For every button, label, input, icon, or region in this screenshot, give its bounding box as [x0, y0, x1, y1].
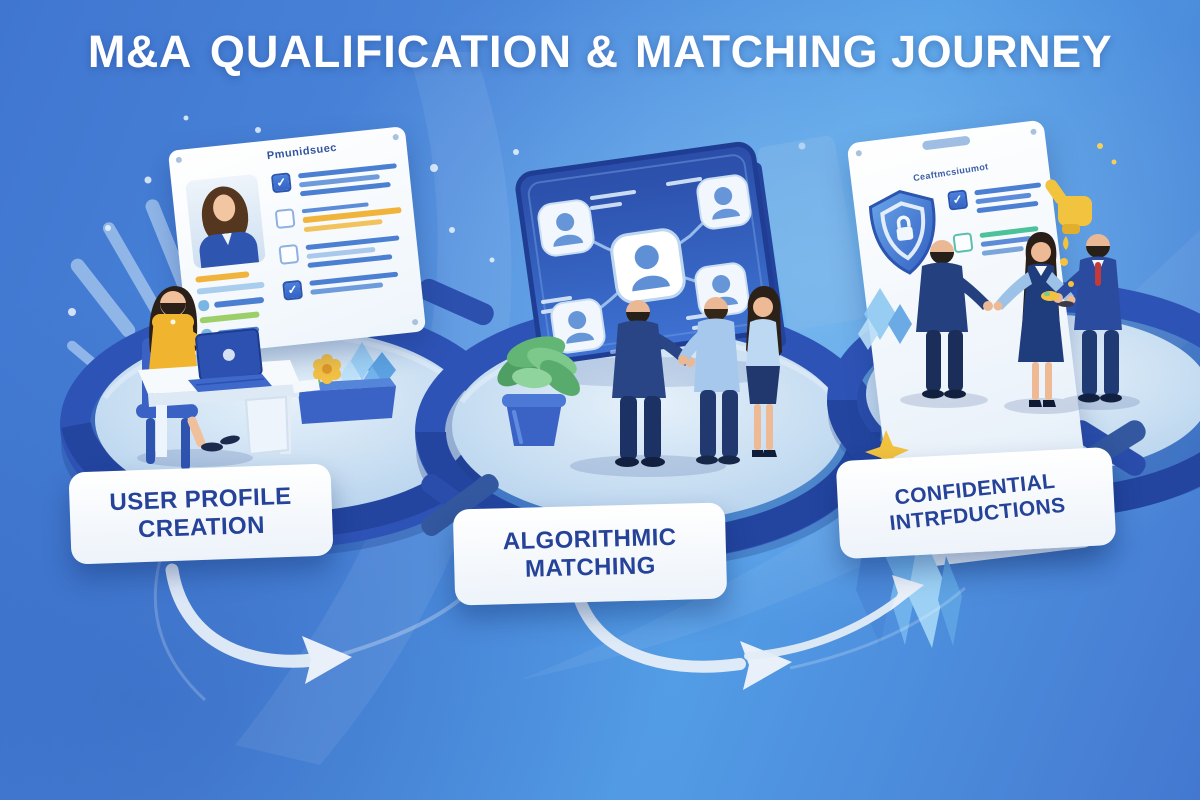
ring-connector	[418, 278, 494, 326]
paper-sheet	[292, 379, 320, 393]
flower-decor-icon	[298, 342, 396, 424]
stage-label-line: MATCHING	[524, 552, 657, 583]
background-swoosh	[235, 52, 1200, 765]
page-title: M&A QUALIFICATION & MATCHING JOURNEY	[0, 26, 1200, 78]
network-node-avatar-icon	[696, 174, 752, 230]
network-node-avatar-icon	[537, 199, 595, 257]
businesswoman	[746, 286, 782, 457]
businessman-blue-shirt	[678, 297, 740, 465]
thumbs-up-icon	[1045, 179, 1092, 287]
title-matching-journey: MATCHING JOURNEY	[634, 26, 1113, 77]
stage-label-line: ALGORITHMIC	[502, 523, 677, 555]
curved-arrow-icon	[744, 575, 966, 670]
stage-label-line: CREATION	[137, 511, 266, 544]
stage-label-confidential-introductions: CONFIDENTIAL INTRFDUCTIONS	[835, 446, 1117, 560]
shield-lock-icon	[861, 183, 950, 284]
title-qualification: QUALIFICATION &	[209, 26, 619, 77]
plant-icon	[497, 336, 580, 446]
stage-label-algorithmic-matching: ALGORITHMIC MATCHING	[452, 502, 728, 606]
star-icon	[865, 430, 909, 473]
laptop-icon	[188, 328, 272, 392]
stage-label-line: USER PROFILE	[108, 482, 292, 516]
crystal-icon-top	[858, 288, 912, 350]
businessman-red-tie	[1041, 234, 1122, 403]
network-node-avatar-icon-center	[610, 228, 686, 304]
title-ma: M&A	[87, 26, 192, 77]
handshake	[983, 301, 993, 311]
businesswoman-navy-dress	[993, 232, 1076, 407]
businessman-navy-suit	[916, 240, 993, 399]
businessman-dark-suit	[612, 300, 695, 467]
stage-label-inner: CONFIDENTIAL INTRFDUCTIONS	[886, 469, 1067, 537]
red-tie	[1095, 262, 1101, 286]
stage2-people	[612, 286, 782, 467]
curved-arrow-icon	[153, 559, 477, 702]
woman-torso	[149, 318, 197, 370]
woman-at-desk	[136, 286, 320, 470]
stage3-people	[916, 232, 1122, 407]
network-node-avatar-icon	[550, 298, 606, 354]
stage-label-user-profile-creation: USER PROFILE CREATION	[68, 463, 334, 565]
verification-card: Ceaftmcsiuumot	[846, 119, 1096, 571]
